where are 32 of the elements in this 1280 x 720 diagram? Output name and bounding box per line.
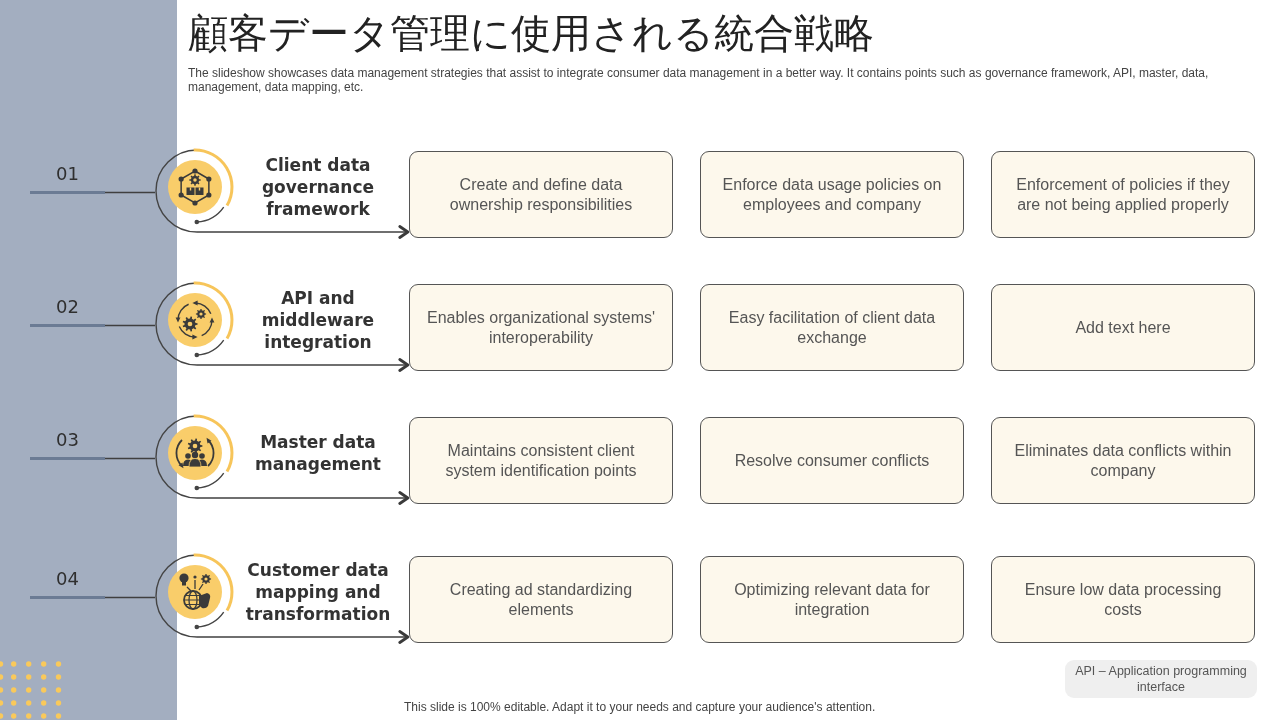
arrow <box>196 358 410 372</box>
statement-card: Ensure low data processing costs <box>991 556 1255 643</box>
arrow <box>196 225 410 239</box>
statement-card: Creating ad standardizing elements <box>409 556 673 643</box>
page-title: 顧客データ管理に使用される統合戦略 <box>188 9 874 58</box>
connector-line <box>104 457 156 460</box>
step-heading: API and middleware integration <box>260 287 376 353</box>
statement-card: Enforce data usage policies on employees and company <box>700 151 964 238</box>
statement-card: Add text here <box>991 284 1255 371</box>
step-heading: Master data management <box>254 431 382 475</box>
statement-card: Easy facilitation of client data exchange <box>700 284 964 371</box>
statement-card: Maintains consistent client system identification points <box>409 417 673 504</box>
arrow <box>196 491 410 505</box>
statement-card: Enforcement of policies if they are not being applied properly <box>991 151 1255 238</box>
statement-card: Optimizing relevant data for integration <box>700 556 964 643</box>
step-number: 03 <box>30 424 105 460</box>
connector-line <box>104 191 156 194</box>
step-number: 01 <box>30 158 105 194</box>
description-text: The slideshow showcases data management strategies that assist to integrate consumer data management in a better way. It contains points such as governance framework, API, master, data, management, data mapping, etc. <box>188 66 1210 94</box>
statement-card: Resolve consumer conflicts <box>700 417 964 504</box>
footnote-text: This slide is 100% editable. Adapt it to your needs and capture your audience's attention. <box>404 700 877 714</box>
step-number: 02 <box>30 291 105 327</box>
step-heading: Client data governance framework <box>260 154 376 220</box>
arrow <box>196 630 410 644</box>
statement-card: Create and define data ownership responsibilities <box>409 151 673 238</box>
statement-card: Enables organizational systems' interoperability <box>409 284 673 371</box>
connector-line <box>104 596 156 599</box>
abbreviation-note: API – Application programming interface <box>1065 660 1257 698</box>
step-heading: Customer data mapping and transformation <box>244 559 392 625</box>
statement-card: Eliminates data conflicts within company <box>991 417 1255 504</box>
connector-line <box>104 324 156 327</box>
step-number: 04 <box>30 563 105 599</box>
